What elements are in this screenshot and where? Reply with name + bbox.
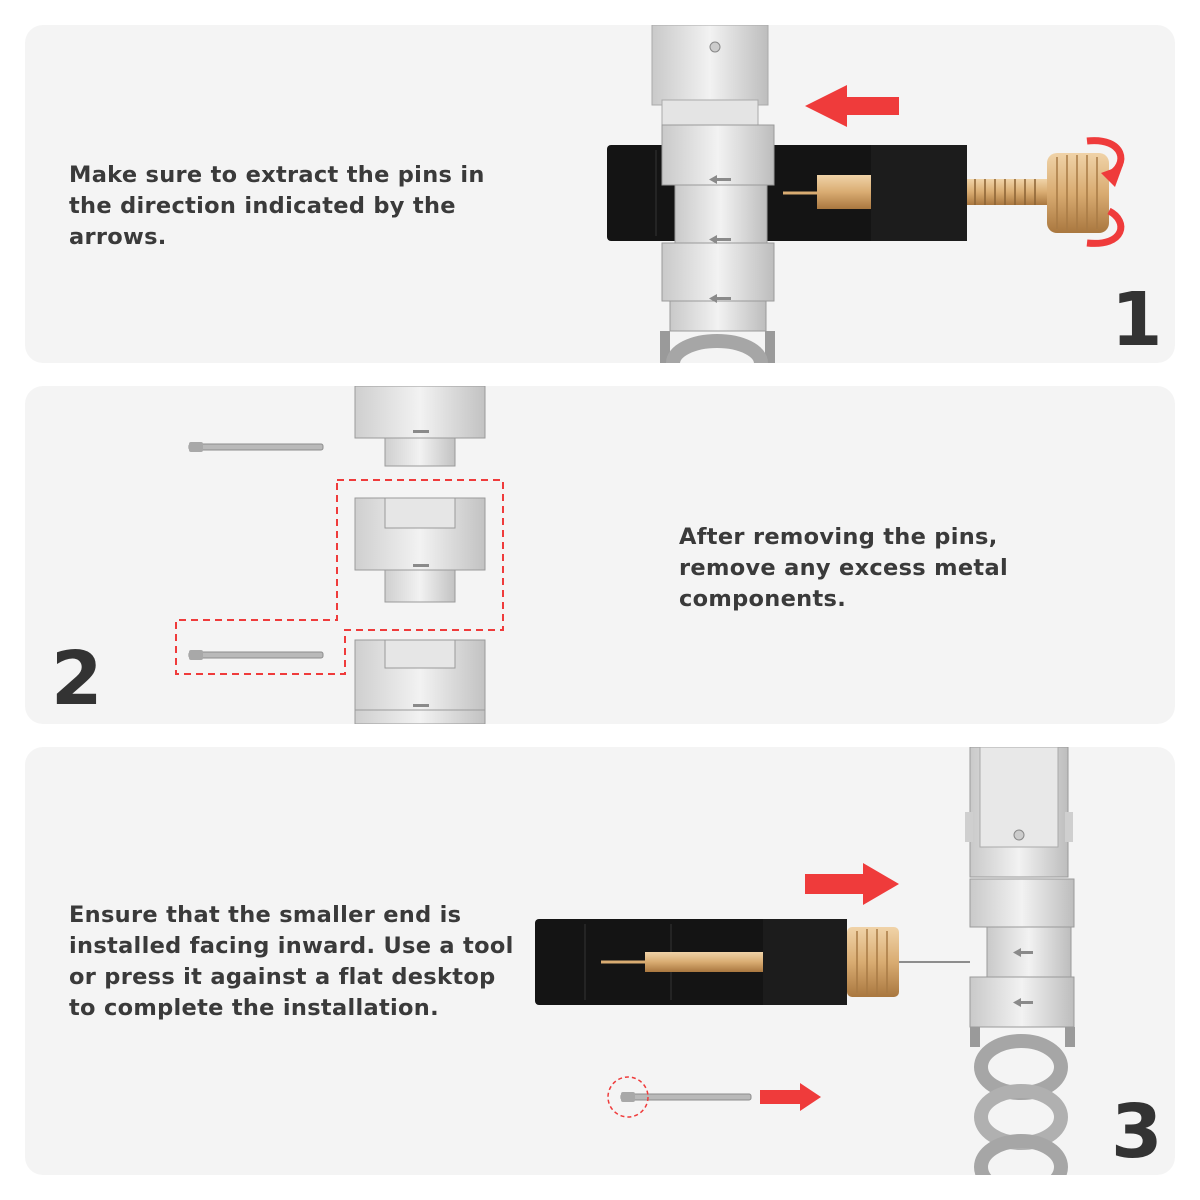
band-link (354, 639, 486, 724)
new-pin (620, 1092, 752, 1102)
step-3-panel: Ensure that the smaller end is installed… (25, 747, 1175, 1175)
step-1-number: 1 (1111, 277, 1163, 363)
watch-band-clasp (651, 25, 769, 131)
removed-parts-illustration (175, 386, 504, 724)
step-1-panel: Make sure to extract the pins in the dir… (25, 25, 1175, 363)
rotate-arrow-icon (1086, 137, 1125, 247)
step-3-instruction: Ensure that the smaller end is installed… (69, 902, 514, 1021)
pin-installation-illustration (535, 747, 1075, 1175)
watch-band-clasp (965, 747, 1073, 878)
step-2-panel: After removing the pins, remove any exce… (25, 386, 1175, 724)
excess-parts-highlight (175, 479, 504, 675)
watch-band-links (660, 124, 775, 363)
step-1-instruction: Make sure to extract the pins in the dir… (69, 162, 485, 250)
left-arrow-icon (805, 85, 899, 127)
watch-band-links (969, 878, 1075, 1175)
step-3-number: 3 (1111, 1089, 1163, 1175)
pin-removal-illustration (607, 25, 1125, 363)
step-2-number: 2 (51, 636, 103, 722)
pin-install-tool (535, 919, 970, 1005)
removed-pin (188, 650, 324, 660)
removed-pin (188, 442, 324, 452)
right-arrow-icon (805, 863, 899, 905)
excess-band-link (354, 497, 486, 603)
band-link (354, 386, 486, 467)
step-2-instruction: After removing the pins, remove any exce… (679, 524, 1008, 612)
right-arrow-icon (760, 1083, 821, 1111)
dashed-circle-highlight (607, 1076, 649, 1118)
